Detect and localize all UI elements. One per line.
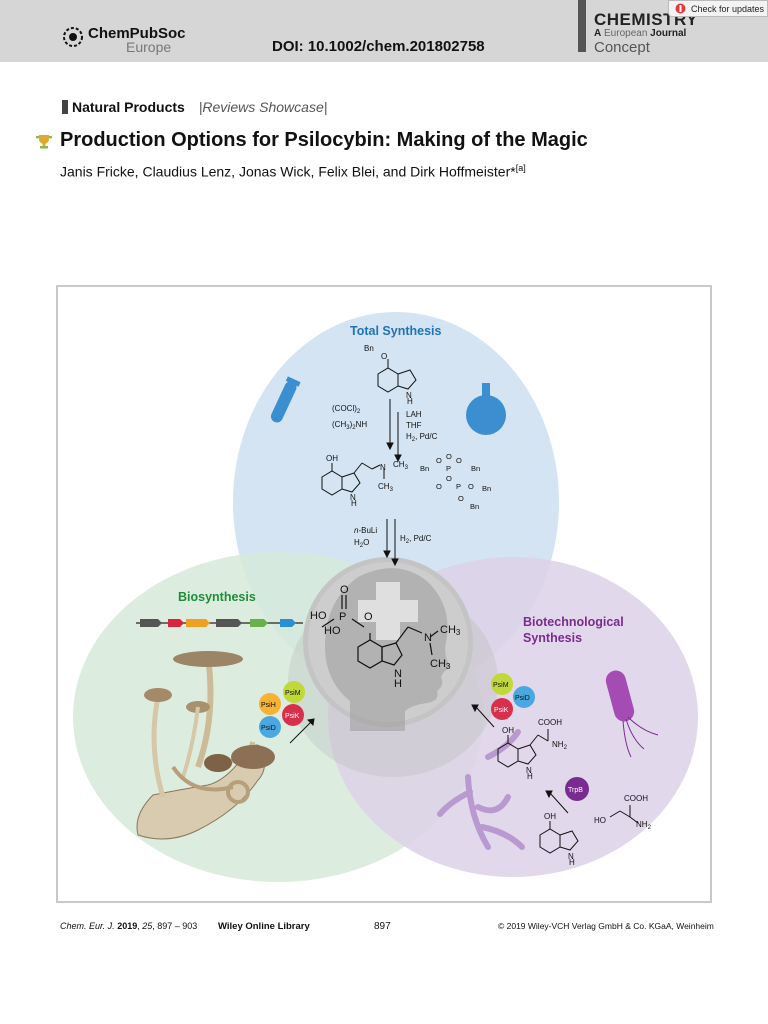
o-label-1: O [381,352,387,361]
bn-label-5: Bn [470,502,479,511]
oh-label-2: OH [502,726,514,735]
copyright-notice: © 2019 Wiley-VCH Verlag GmbH & Co. KGaA,… [498,921,714,931]
cooh-label-1: COOH [538,718,562,727]
journal-sub-c: Journal [650,28,686,39]
o-label-psil-2: O [364,611,373,623]
journal-subtitle: A European Journal [594,28,686,39]
journal-bar [578,0,586,52]
check-updates-label: Check for updates [691,4,764,14]
o-label-psil-1: O [340,584,349,596]
journal-sub-a: A [594,28,601,39]
wiley-library-link[interactable]: Wiley Online Library [218,921,310,932]
psid-label: PsiD [261,725,276,732]
ho-label-1: HO [310,610,327,622]
citation-pages: , 897 – 903 [152,921,197,931]
subsection-name: |Reviews Showcase| [199,99,328,115]
footer-citation: Chem. Eur. J. 2019, 25, 897 – 903 [60,921,197,931]
n-label-psil: N [424,632,432,644]
crossmark-icon [675,3,686,14]
psim-label: PsiM [285,690,301,697]
venn-diagram: Total Synthesis Biosynthesis Biotechnolo… [58,287,710,901]
o-label-6: O [436,482,442,491]
journal-header: ChemPubSoc Europe DOI: 10.1002/chem.2018… [0,0,768,62]
h-label-2: H [351,499,357,508]
citation-volume: 25 [142,921,152,931]
oh-label-1: OH [326,454,338,463]
subsection-text: Reviews Showcase [202,99,323,115]
trpb-label: TrpB [568,787,583,794]
authors-text: Janis Fricke, Claudius Lenz, Jonas Wick,… [60,164,516,180]
biosynthesis-label: Biosynthesis [178,590,256,604]
section-breadcrumb: Natural Products |Reviews Showcase| [62,99,327,115]
trophy-icon [34,134,54,150]
ho-label-2: HO [324,625,341,637]
graphical-abstract-figure: Total Synthesis Biosynthesis Biotechnolo… [56,285,712,903]
article-title: Production Options for Psilocybin: Makin… [60,129,588,152]
doi-text: DOI: 10.1002/chem.201802758 [272,38,485,55]
cooh-label-2: COOH [624,794,648,803]
p-label-1: P [446,464,451,473]
bn-label-2: Bn [420,464,429,473]
o-label-4: O [456,456,462,465]
article-type: Concept [594,39,650,56]
o-label-5: O [446,474,452,483]
o-label-2: O [436,456,442,465]
bn-label-1: Bn [364,344,374,353]
publisher-sub: Europe [126,40,171,54]
ho-label-3: HO [594,816,606,825]
check-updates-button[interactable]: Check for updates [668,0,768,17]
subsection-end: | [324,99,328,115]
total-synthesis-label: Total Synthesis [350,324,442,338]
biotech-label-line1: Biotechnological [523,615,624,629]
nbuli-label: n-BuLi [354,526,377,535]
chempubsoc-logo-icon [62,26,84,48]
p-label-psil: P [339,611,346,623]
page-number: 897 [374,921,391,932]
journal-sub-b: European [604,28,647,39]
psid-label-2: PsiD [515,695,530,702]
section-name: Natural Products [72,99,185,115]
section-marker [62,100,68,114]
n-label-2: N [380,463,386,472]
journal-abbr: Chem. Eur. J. [60,921,115,931]
oh-label-3: OH [544,812,556,821]
psik-label: PsiK [285,713,300,720]
psik-label-2: PsiK [494,707,509,714]
bn-label-4: Bn [482,484,491,493]
o-label-8: O [458,494,464,503]
bn-label-3: Bn [471,464,480,473]
h-label-4: H [527,772,533,781]
biotech-label-line2: Synthesis [523,631,582,645]
o-label-7: O [468,482,474,491]
h-label-5: H [569,858,575,867]
psih-label: PsiH [261,702,276,709]
affiliation-mark: [a] [516,163,526,173]
h-label-psil: H [394,678,402,690]
psim-label-2: PsiM [493,682,509,689]
o-label-3: O [446,452,452,461]
lah-label: LAH [406,410,422,419]
citation-year: 2019 [117,921,137,931]
thf-label: THF [406,421,422,430]
p-label-2: P [456,482,461,491]
h-label-1: H [407,397,413,406]
author-list: Janis Fricke, Claudius Lenz, Jonas Wick,… [60,163,526,180]
